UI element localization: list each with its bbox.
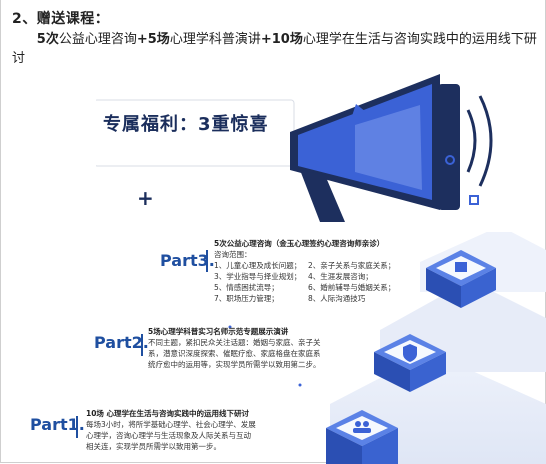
part3-item: 4、生涯发展咨询； — [308, 272, 373, 281]
part3-item: 3、学业指导与择业规划； — [214, 272, 302, 281]
part2-details: 5场心理学科普实习名师示范专题展示演讲 不同主题，紧扣民众关注话题：婚姻与家庭、… — [148, 326, 358, 370]
part2-line: 统疗愈中的运用等，实现学员所需学以致用第二步。 — [148, 360, 321, 369]
steps-diagram — [228, 232, 546, 464]
part2-line: 系，潜意识深度探索、催眠疗愈、家庭格盘在家庭系 — [148, 349, 321, 358]
part1-details: 10场 心理学在生活与咨询实践中的运用线下研讨 每场3小时，将所学基础心理学、社… — [86, 408, 296, 452]
part2-label: Part2. — [94, 333, 149, 352]
part1-header: 10场 心理学在生活与咨询实践中的运用线下研讨 — [86, 409, 250, 418]
part3-item: 5、情感困扰流导； — [214, 283, 279, 292]
part3-label: Part3. — [160, 251, 215, 270]
part2-line: 不同主题，紧扣民众关注话题：婚姻与家庭、亲子关 — [148, 338, 321, 347]
section-heading: 2、赠送课程： — [12, 11, 110, 27]
part3-item: 2、亲子关系与家庭关系； — [308, 261, 396, 270]
part2-header: 5场心理学科普实习名师示范专题展示演讲 — [148, 327, 289, 336]
part3-item: 1、儿童心理及成长问题； — [214, 261, 302, 270]
part1-line: 相关连，实现学员所需学以致用第一步。 — [86, 442, 221, 451]
users-icon — [326, 410, 398, 464]
intro-text: 5次公益心理咨询+5场心理学科普演讲+10场心理学在生活与咨询实践中的运用线下研… — [12, 32, 537, 66]
part3-item: 7、职场压力管理； — [214, 294, 279, 303]
part1-line: 每场3小时，将所学基础心理学、社会心理学、发展 — [86, 420, 256, 429]
part1-line: 心理学，咨询心理学与生活现象及人际关系与互动 — [86, 431, 251, 440]
benefit-title: 专属福利：3重惊喜 — [103, 114, 269, 135]
box-icon — [426, 250, 496, 308]
part2-bar — [141, 334, 143, 356]
part1-bar — [76, 416, 78, 438]
part3-item: 8、人际沟通技巧 — [308, 294, 366, 303]
decor-plus: + — [137, 186, 154, 210]
part3-details: 5次公益心理咨询（金玉心理签约心理咨询师亲诊） 咨询范围： 1、儿童心理及成长问… — [214, 238, 424, 304]
part3-item: 6、婚前辅导与婚姻关系； — [308, 283, 396, 292]
part1-label: Part1. — [30, 415, 85, 434]
shield-icon — [374, 334, 446, 392]
part3-header: 5次公益心理咨询（金玉心理签约心理咨询师亲诊） — [214, 239, 385, 248]
benefit-banner — [90, 74, 493, 222]
part3-bar — [206, 250, 208, 272]
part3-sub: 咨询范围： — [214, 250, 252, 259]
megaphone-icon — [290, 74, 493, 222]
